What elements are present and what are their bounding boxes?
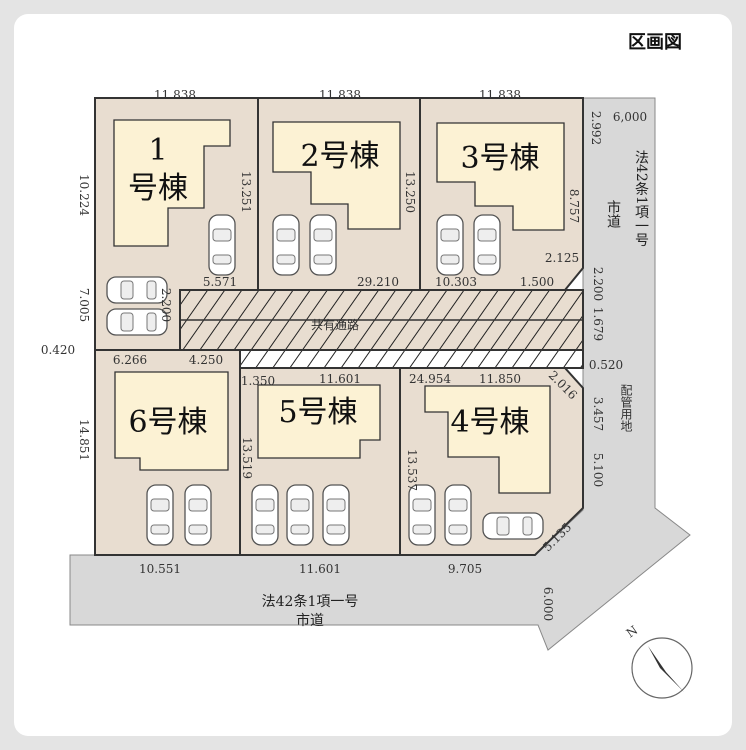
dim: 7.005 [77, 288, 91, 322]
dim: 0.520 [589, 358, 623, 372]
house-6 [114, 371, 229, 471]
right-road-type: 市道 [605, 199, 621, 229]
dim: 24.954 [409, 372, 451, 386]
dim: 6.000 [541, 587, 555, 621]
dim: 4.250 [189, 353, 223, 367]
dim: 3.457 [591, 397, 605, 431]
dim: 10.224 [77, 174, 91, 216]
lot-1-suffix: 号棟 [128, 171, 188, 206]
dim: 10.303 [435, 275, 477, 289]
pipe-area-label: 配管用地 [619, 384, 633, 432]
lot-2-name: 2号棟 [300, 139, 379, 174]
house-5 [257, 384, 381, 459]
lot-3-name: 3号棟 [460, 141, 539, 176]
lot-1-number: 1 [148, 133, 167, 168]
dim: 13.251 [239, 171, 253, 213]
dim: 1.679 [591, 307, 605, 341]
dim: 13.519 [240, 437, 254, 479]
house-4 [424, 385, 551, 494]
dim: 13.250 [403, 171, 417, 213]
dim: 13.537 [405, 449, 419, 491]
dim: 14.851 [77, 419, 91, 461]
house-2 [272, 121, 401, 230]
dim: 5.571 [203, 275, 237, 289]
north-compass-icon: N [624, 623, 693, 699]
dim: 10.551 [139, 562, 181, 576]
dim: 11.838 [154, 88, 196, 102]
dim: 2.200 [159, 288, 173, 322]
dim: 2.125 [545, 251, 579, 265]
dim: 9.705 [448, 562, 482, 576]
house-1 [113, 119, 231, 247]
shared-path-label: 共有通路 [311, 317, 359, 332]
dim: 11.601 [299, 562, 341, 576]
dim: 6.266 [113, 353, 147, 367]
lot-6-name: 6号棟 [128, 405, 207, 440]
dim: 2.992 [589, 111, 603, 145]
dim: 6,000 [613, 110, 647, 124]
bottom-road-label: 法42条1項一号 [262, 593, 359, 610]
dim: 29.210 [357, 275, 399, 289]
dim: 0.420 [41, 343, 75, 357]
lot-4-name: 4号棟 [450, 405, 529, 440]
dim: 5.100 [591, 453, 605, 487]
dim: 1.500 [520, 275, 554, 289]
dim: 1.350 [241, 374, 275, 388]
dim: 2.200 [591, 267, 605, 301]
dim: 8.757 [567, 189, 581, 223]
dim: 11.838 [479, 88, 521, 102]
dim: 11.601 [319, 372, 361, 386]
page-title: 区画図 [628, 32, 682, 53]
bottom-road-type: 市道 [296, 612, 324, 629]
right-road-label: 法42条1項一号 [633, 150, 649, 247]
dim: 11.850 [479, 372, 521, 386]
dim: 11.838 [319, 88, 361, 102]
house-3 [436, 122, 565, 231]
lot-5-name: 5号棟 [278, 395, 357, 430]
shared-path-strip [239, 349, 584, 369]
